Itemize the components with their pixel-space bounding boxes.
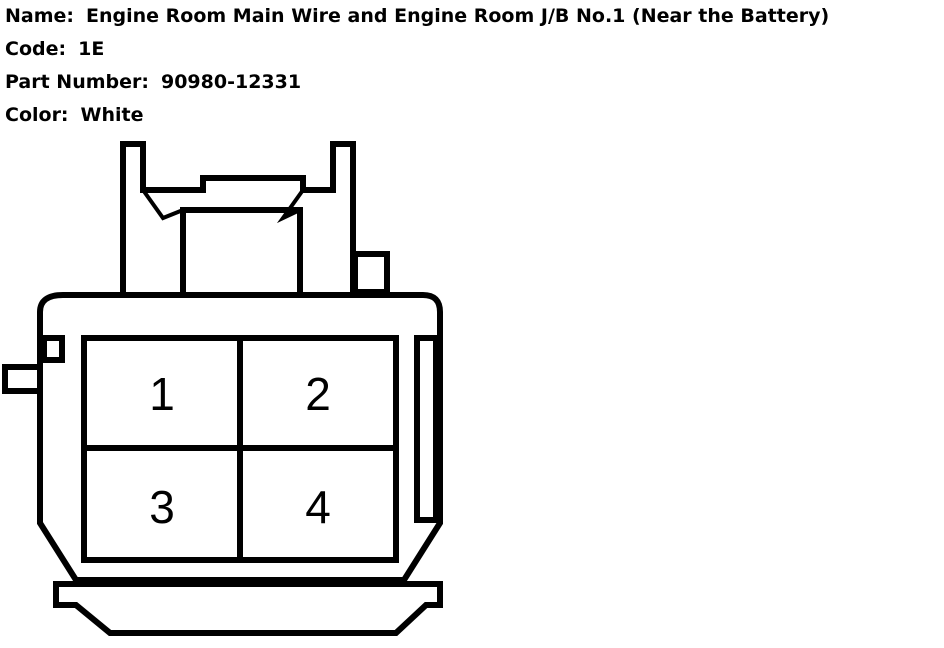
code-value: 1E (78, 38, 105, 60)
name-label: Name: (5, 5, 75, 27)
color-value: White (80, 104, 144, 126)
part-number-value: 90980-12331 (160, 71, 302, 93)
pin-4-label: 4 (305, 481, 331, 533)
pin-1-label: 1 (149, 368, 175, 420)
connector-diagram: 1 2 3 4 (2, 141, 443, 636)
connector-base (53, 581, 443, 636)
name-value: Engine Room Main Wire and Engine Room J/… (86, 5, 830, 27)
latch-right-hook (276, 188, 305, 224)
pin-2-label: 2 (305, 368, 331, 420)
part-number-label: Part Number: (5, 71, 149, 93)
connector-right-rib (414, 335, 439, 523)
connector-key-square (352, 251, 390, 295)
name-row: Name: Engine Room Main Wire and Engine Ro… (5, 0, 829, 33)
code-row: Code: 1E (5, 33, 829, 66)
code-label: Code: (5, 38, 67, 60)
pin-3-label: 3 (149, 481, 175, 533)
color-label: Color: (5, 104, 69, 126)
connector-left-notch (41, 335, 65, 363)
connector-latch (120, 141, 356, 298)
color-row: Color: White (5, 99, 829, 132)
latch-left-hook (141, 188, 184, 221)
connector-info: Name: Engine Room Main Wire and Engine Ro… (5, 0, 829, 132)
part-number-row: Part Number: 90980-12331 (5, 66, 829, 99)
